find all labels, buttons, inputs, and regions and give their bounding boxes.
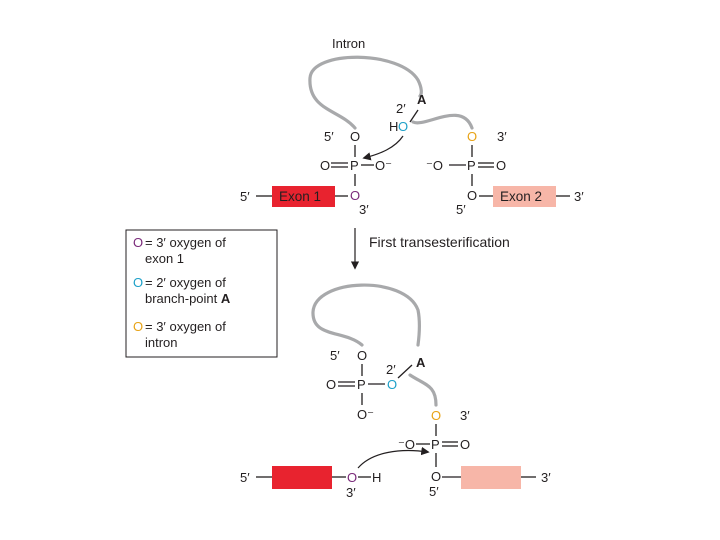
exon1-box-bottom — [272, 466, 332, 489]
three-prime-label-intron-bottom: 3′ — [460, 408, 470, 423]
oxygen-exon2-top: O — [467, 188, 477, 203]
oxygen-exon1-top: O — [350, 188, 360, 203]
minus-oxygen-bottom: ⁻O — [398, 437, 415, 452]
legend-symbol-exon1: O — [133, 235, 143, 250]
legend-symbol-branch: O — [133, 275, 143, 290]
oxygen-double-right: O — [496, 158, 506, 173]
minus-oxygen-top-right: ⁻O — [426, 158, 443, 173]
three-prime-label-exon1-bottom: 3′ — [346, 485, 356, 500]
oxygen-exon1-bottom: O — [347, 470, 357, 485]
phosphorus-bottom-right: P — [431, 437, 440, 452]
oxygen-branch-top: O — [398, 119, 408, 134]
three-prime-label-exon2-top: 3′ — [574, 189, 584, 204]
legend-text-branch-line2: branch-point A — [145, 291, 231, 306]
legend-symbol-intron: O — [133, 319, 143, 334]
oxygen-minus-top-left: O⁻ — [375, 158, 392, 173]
step-label: First transesterification — [369, 234, 510, 250]
oxygen-minus-bottom: O⁻ — [357, 407, 374, 422]
oxygen-bottom-left: O — [357, 348, 367, 363]
exon1-label-top: Exon 1 — [279, 189, 321, 204]
legend-text-branch-line1: = 2′ oxygen of — [145, 275, 226, 290]
two-prime-label-bottom: 2′ — [386, 362, 396, 377]
branch-point-A-top: A — [417, 92, 427, 107]
oxygen-intron-bottom: O — [431, 408, 441, 423]
legend-box — [125, 229, 278, 358]
phosphorus-top-left: P — [350, 158, 359, 173]
two-prime-label-top: 2′ — [396, 101, 406, 116]
oxygen-top-left: O — [350, 129, 360, 144]
bond — [409, 109, 419, 123]
oxygen-branch-bottom: O — [387, 377, 397, 392]
legend: O = 3′ oxygen of exon 1 O = 2′ oxygen of… — [125, 229, 278, 358]
exon2-label-top: Exon 2 — [500, 189, 542, 204]
phosphorus-bottom-left: P — [357, 377, 366, 392]
five-prime-label-exon1-bottom: 5′ — [240, 470, 250, 485]
phosphorus-top-right: P — [467, 158, 476, 173]
legend-text-exon1-line2: exon 1 — [145, 251, 184, 266]
three-prime-label-intron-top: 3′ — [497, 129, 507, 144]
intron-tail-bottom — [408, 373, 438, 407]
oxygen-double-bottom-left: O — [326, 377, 336, 392]
bond — [397, 364, 413, 379]
legend-text-exon1-line1: = 3′ oxygen of — [145, 235, 226, 250]
exon1-box-top — [272, 186, 335, 207]
oxygen-exon2-bottom: O — [431, 469, 441, 484]
exon2-box-top — [493, 186, 556, 207]
legend-text-branch-line2-main: branch-point — [145, 291, 221, 306]
legend-text-branch-line2-bold: A — [221, 291, 231, 306]
legend-text-intron-line2: intron — [145, 335, 178, 350]
nucleophilic-attack-arrow-top — [362, 135, 404, 161]
five-prime-label-exon2-top: 5′ — [456, 202, 466, 217]
oxygen-double-left: O — [320, 158, 330, 173]
intron-loop-top — [308, 55, 423, 130]
three-prime-label-exon1-top: 3′ — [359, 202, 369, 217]
hydrogen-top: H — [389, 119, 398, 134]
five-prime-label-exon2-bottom: 5′ — [429, 484, 439, 499]
oxygen-intron-top: O — [467, 129, 477, 144]
five-prime-label-bottom: 5′ — [330, 348, 340, 363]
intron-loop-bottom — [311, 283, 422, 347]
five-prime-label-top-left: 5′ — [324, 129, 334, 144]
oxygen-double-bottom-right: O — [460, 437, 470, 452]
intron-tail-top — [411, 113, 474, 130]
exon2-box-bottom — [461, 466, 521, 489]
intron-label: Intron — [332, 36, 365, 51]
five-prime-label-exon1-top: 5′ — [240, 189, 250, 204]
legend-text-intron-line1: = 3′ oxygen of — [145, 319, 226, 334]
nucleophilic-attack-arrow-bottom — [357, 446, 430, 469]
branch-point-A-bottom: A — [416, 355, 426, 370]
hydrogen-bottom: H — [372, 470, 381, 485]
three-prime-label-exon2-bottom: 3′ — [541, 470, 551, 485]
